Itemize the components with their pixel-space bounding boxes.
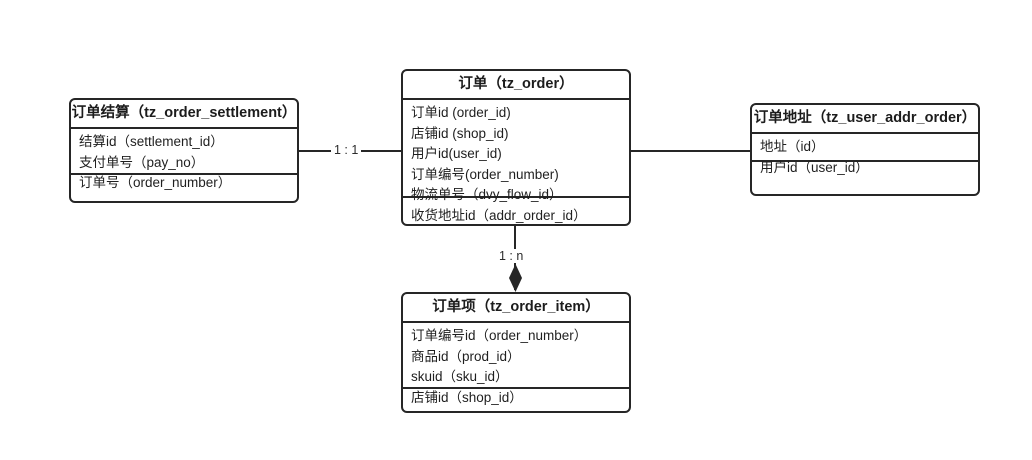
attribute-row: 商品id（prod_id） [411,348,521,364]
attribute-row: 地址（id） [760,139,825,154]
connector-order-addr [628,150,752,152]
attribute-row: 订单号（order_number） [79,175,232,190]
entity-header-order-item: 订单项（tz_order_item） [403,294,629,323]
entity-header-order: 订单（tz_order） [403,71,629,100]
attribute-row: 订单id (order_id) [411,105,511,120]
attribute-row: skuid（sku_id） [411,369,509,384]
attribute-row: 收货地址id（addr_order_id） [411,207,587,223]
attribute-row: 结算id（settlement_id） [79,134,224,149]
entity-attributes-order-item: 订单编号id（order_number） 商品id（prod_id） skuid… [403,323,629,405]
entity-header-user-addr-order: 订单地址（tz_user_addr_order） [752,105,978,134]
attribute-row: 订单编号(order_number) [411,166,559,182]
entity-order-item[interactable]: 订单项（tz_order_item） 订单编号id（order_number） … [401,292,631,413]
entity-attributes-user-addr-order: 地址（id） 用户id（user_id） [752,134,978,175]
attribute-row: 店铺id（shop_id） [411,389,523,405]
entity-order-settlement[interactable]: 订单结算（tz_order_settlement） 结算id（settlemen… [69,98,299,203]
attribute-row: 订单编号id（order_number） [411,328,588,343]
entity-attributes-order-settlement: 结算id（settlement_id） 支付单号（pay_no） 订单号（ord… [71,129,297,190]
attribute-row: 店铺id (shop_id) [411,125,509,141]
attribute-row: 物流单号（dvy_flow_id） [411,187,563,202]
relationship-label-settlement-order: 1 : 1 [331,143,362,157]
entity-attributes-order: 订单id (order_id) 店铺id (shop_id) 用户id(user… [403,100,629,223]
attribute-row: 用户id(user_id) [411,146,502,161]
entity-order[interactable]: 订单（tz_order） 订单id (order_id) 店铺id (shop_… [401,69,631,226]
attribute-row: 用户id（user_id） [760,159,869,175]
entity-user-addr-order[interactable]: 订单地址（tz_user_addr_order） 地址（id） 用户id（use… [750,103,980,196]
attribute-row: 支付单号（pay_no） [79,154,205,170]
entity-header-order-settlement: 订单结算（tz_order_settlement） [71,100,297,129]
relationship-label-order-item: 1 : n [496,249,527,263]
